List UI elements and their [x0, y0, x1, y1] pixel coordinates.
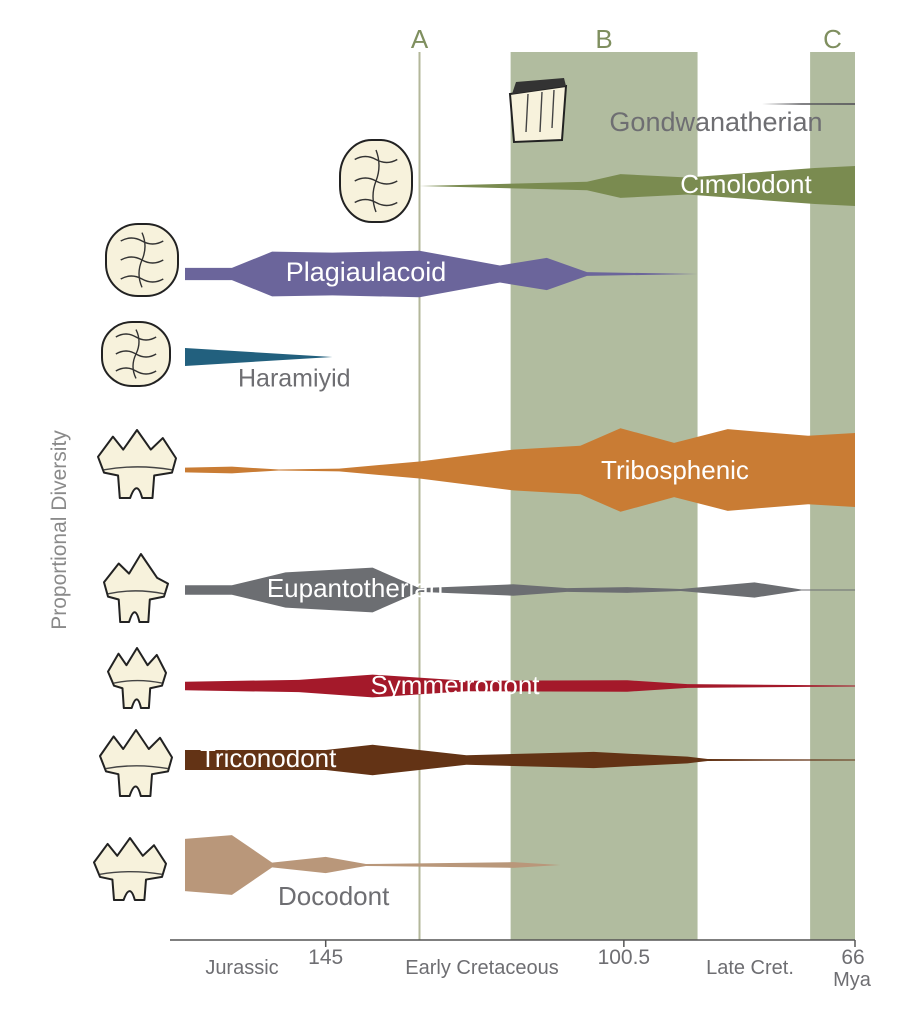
plagiaulacoid-tooth-icon-ridges [120, 232, 164, 288]
tribosphenic-tooth-icon [97, 429, 177, 499]
period-label-jurassic: Jurassic [205, 957, 278, 979]
series-label-plagiaulacoid: Plagiaulacoid [286, 257, 447, 287]
series-label-gondwanatherian: Gondwanatherian [609, 107, 822, 137]
series-label-docodont: Docodont [278, 881, 390, 911]
symmetrodont-tooth-icon-outline [107, 647, 167, 709]
x-tick-label-100-5: 100.5 [598, 946, 651, 969]
eupantotherian-tooth-icon-outline [103, 553, 169, 623]
plagiaulacoid-tooth-icon [105, 223, 179, 297]
band-label-c: C [823, 24, 842, 54]
spindle-docodont [185, 835, 561, 895]
triconodont-tooth-icon-cingulum [105, 765, 169, 770]
gondwanatherian-tooth-icon-lines [525, 89, 555, 133]
eupantotherian-tooth-icon-cingulum [107, 590, 165, 595]
band-label-b: B [595, 24, 612, 54]
x-unit-label: Mya [833, 969, 872, 991]
series-label-haramiyid: Haramiyid [238, 365, 351, 393]
gondwanatherian-tooth-icon [508, 78, 568, 144]
symmetrodont-tooth-icon-cingulum [113, 679, 163, 684]
spindle-haramiyid [185, 347, 333, 367]
tooth-icons [93, 78, 568, 901]
cimolodont-tooth-icon [339, 139, 413, 223]
gondwanatherian-tooth-icon-crown [512, 78, 566, 94]
x-tick-label-66: 66 [841, 946, 864, 969]
series-label-symmetrodont: Symmetrodont [370, 670, 540, 700]
spindle-cimolodont [419, 166, 855, 206]
series-label-eupantotherian: Eupantotherian [267, 573, 443, 603]
tribosphenic-tooth-icon-outline [97, 429, 177, 499]
tribosphenic-tooth-icon-cingulum [103, 466, 173, 471]
spindle-eupantotherian [185, 567, 855, 613]
diversity-spindles [185, 103, 855, 895]
spindle-triconodont [185, 744, 855, 776]
band-label-a: A [411, 24, 429, 54]
x-axis: 145 100.5 66 Jurassic Early Cretaceous Late C… [170, 939, 872, 991]
period-label-early-cretaceous: Early Cretaceous [405, 957, 558, 979]
triconodont-tooth-icon-outline [99, 729, 173, 797]
spindle-gondwanatherian [761, 103, 855, 105]
haramiyid-tooth-icon-ridges [115, 329, 157, 379]
docodont-tooth-icon-cingulum [99, 870, 163, 875]
spindle-symmetrodont [185, 674, 855, 698]
triconodont-tooth-icon [99, 729, 173, 797]
series-label-tribosphenic: Tribosphenic [601, 455, 749, 485]
eupantotherian-tooth-icon [103, 553, 169, 623]
series-label-triconodont: Triconodont [200, 743, 337, 773]
haramiyid-tooth-icon [101, 321, 171, 387]
x-tick-label-145: 145 [308, 946, 343, 969]
cimolodont-tooth-icon-ridges [354, 149, 398, 213]
docodont-tooth-icon-outline [93, 837, 167, 901]
series-label-cimolodont: Cimolodont [680, 169, 812, 199]
spindle-plagiaulacoid [185, 250, 698, 298]
symmetrodont-tooth-icon [107, 647, 167, 709]
series-labels: GondwanatherianCimolodontPlagiaulacoidHa… [200, 107, 823, 911]
docodont-tooth-icon [93, 837, 167, 901]
y-axis-label: Proportional Diversity [48, 430, 71, 630]
spindle-tribosphenic [185, 428, 855, 512]
gondwanatherian-tooth-icon-outline [508, 84, 568, 144]
period-label-late-cret: Late Cret. [706, 957, 794, 979]
